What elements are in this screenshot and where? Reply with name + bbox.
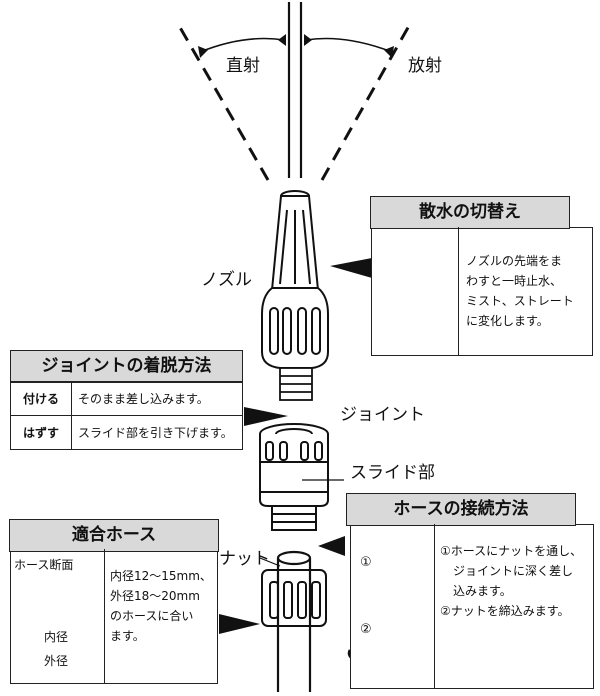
step2-number: ② bbox=[360, 622, 372, 637]
direct-label: 直射 bbox=[226, 56, 260, 76]
outer-diameter-label: 外径 bbox=[44, 652, 69, 669]
direct-angle-arc bbox=[199, 37, 285, 53]
hose-connect-title: ホースの接続方法 bbox=[346, 493, 576, 526]
spread-spray-line bbox=[320, 23, 412, 181]
joint-pointer bbox=[244, 407, 288, 426]
spray-switch-divider bbox=[458, 227, 459, 356]
compatible-hose-line: 内径12～15mm、 bbox=[110, 569, 212, 583]
nozzle-label: ノズル bbox=[201, 270, 252, 290]
hose-connect-divider bbox=[434, 524, 435, 689]
joint-label: ジョイント bbox=[340, 405, 425, 425]
hose-connect-panel bbox=[350, 524, 594, 689]
joint-attach-title: ジョイントの着脱方法 bbox=[10, 350, 243, 383]
hose-connect-line: ①ホースにナットを通し、 bbox=[440, 544, 583, 558]
slide-label: スライド部 bbox=[350, 463, 435, 483]
spray-switch-text: ノズルの先端をま わすと一時止水、 ミスト、ストレート に変化します。 bbox=[466, 251, 574, 331]
hose-top bbox=[276, 550, 312, 566]
nut-label: ナット bbox=[219, 549, 270, 569]
compatible-hose-line: 外径18～20mm bbox=[110, 589, 200, 603]
spray-switch-line: ミスト、ストレート bbox=[466, 294, 574, 308]
spray-switch-title: 散水の切替え bbox=[370, 196, 570, 229]
joint-attach-table: 付ける そのまま差し込みます。 はずす スライド部を引き下げます。 bbox=[10, 381, 243, 450]
joint-thread bbox=[271, 505, 317, 531]
spread-label: 放射 bbox=[408, 56, 442, 76]
compatible-hose-line: ます。 bbox=[110, 629, 145, 643]
compatible-hose-text: 内径12～15mm、 外径18～20mm のホースに合い ます。 bbox=[110, 566, 212, 646]
arc-arrowhead bbox=[278, 34, 286, 46]
arc-arrowhead bbox=[198, 46, 208, 58]
step1-number: ① bbox=[360, 555, 372, 570]
hose-connect-pointer bbox=[318, 536, 345, 556]
hose-connect-line: 込みます。 bbox=[453, 584, 512, 598]
hose-connect-line: ②ナットを締込みます。 bbox=[440, 604, 570, 618]
detach-value: スライド部を引き下げます。 bbox=[71, 415, 243, 450]
table-row: 付ける そのまま差し込みます。 bbox=[10, 381, 243, 416]
attach-value: そのまま差し込みます。 bbox=[71, 381, 243, 416]
compatible-hose-title: 適合ホース bbox=[9, 519, 219, 552]
hose-section-label: ホース断面 bbox=[14, 558, 74, 572]
spray-switch-line: わすと一時止水、 bbox=[466, 274, 563, 288]
compatible-hose-divider bbox=[104, 549, 105, 684]
arc-arrowhead bbox=[384, 46, 394, 58]
table-row: はずす スライド部を引き下げます。 bbox=[10, 415, 243, 450]
compatible-hose-pointer bbox=[219, 614, 260, 634]
spray-switch-line: に変化します。 bbox=[466, 314, 549, 328]
direct-spray-line bbox=[176, 23, 270, 181]
nozzle-pointer bbox=[330, 258, 372, 278]
spread-angle-arc bbox=[305, 37, 393, 53]
arc-arrowhead bbox=[304, 34, 312, 46]
compatible-hose-line: のホースに合い bbox=[110, 609, 194, 623]
inner-diameter-label: 内径 bbox=[44, 628, 69, 645]
hose-connect-text: ①ホースにナットを通し、 ジョイントに深く差し 込みます。 ②ナットを締込みます… bbox=[440, 541, 582, 621]
detach-key: はずす bbox=[10, 415, 72, 450]
attach-key: 付ける bbox=[10, 381, 72, 416]
hose-connect-line: ジョイントに深く差し bbox=[453, 564, 574, 578]
spray-switch-line: ノズルの先端をま bbox=[466, 254, 563, 268]
